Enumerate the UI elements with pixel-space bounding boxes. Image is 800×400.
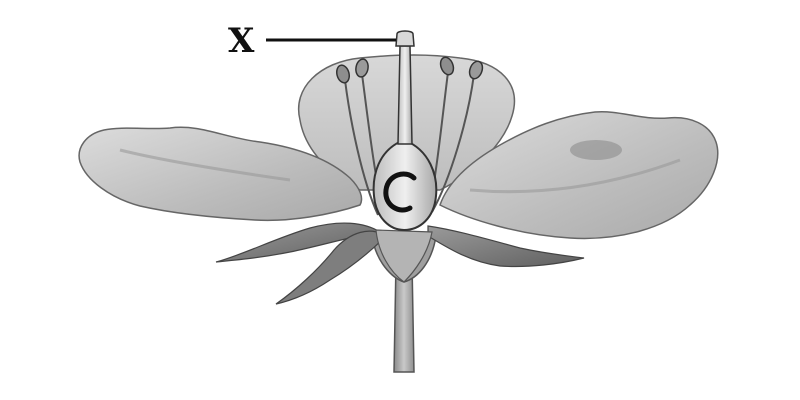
sepal-lower-left <box>275 230 387 305</box>
anthers <box>336 56 484 84</box>
anther <box>336 64 350 84</box>
anther <box>439 56 455 76</box>
sepal-left <box>215 222 382 263</box>
anther <box>468 60 484 80</box>
label-x: X <box>228 21 255 61</box>
left-petal <box>78 126 363 222</box>
style <box>397 45 413 145</box>
sepal-right <box>427 225 585 268</box>
ovule <box>383 171 417 213</box>
anther <box>355 58 369 78</box>
stigma <box>395 30 415 47</box>
ovary <box>372 138 438 232</box>
sepal-center <box>375 229 433 283</box>
right-petal <box>439 110 719 240</box>
